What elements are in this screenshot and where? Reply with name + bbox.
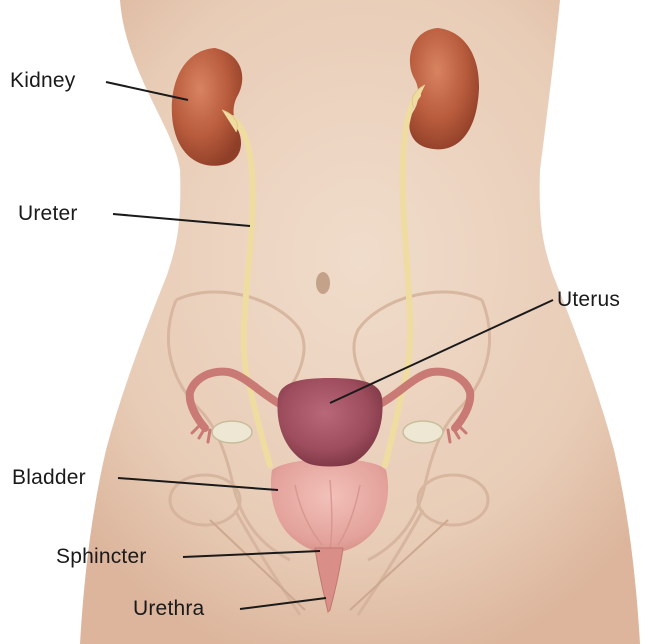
label-urethra: Urethra xyxy=(133,598,204,619)
torso xyxy=(80,0,640,644)
label-kidney: Kidney xyxy=(10,70,75,91)
navel xyxy=(316,272,330,294)
label-bladder: Bladder xyxy=(12,467,86,488)
label-ureter: Ureter xyxy=(18,203,78,224)
ovary-left xyxy=(212,421,252,443)
label-sphincter: Sphincter xyxy=(56,546,147,567)
label-uterus: Uterus xyxy=(557,289,620,310)
ovary-right xyxy=(403,421,443,443)
